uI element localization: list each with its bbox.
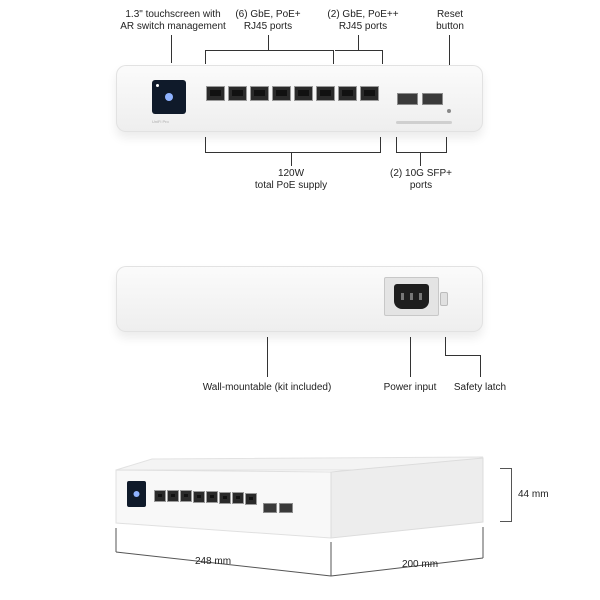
sfp-bracket-r — [446, 137, 447, 152]
rj45-port — [232, 492, 244, 504]
sfp-port — [422, 93, 443, 105]
socket-pin — [401, 293, 404, 300]
rj45-port — [167, 490, 179, 502]
screen-icon — [165, 93, 173, 101]
height-dim-line — [511, 468, 512, 522]
rj45-port — [154, 490, 166, 502]
switch-rear-view — [116, 266, 483, 332]
total-poe-bracket-r — [380, 137, 381, 152]
poe-plus-label: (6) GbE, PoE+ RJ45 ports — [235, 9, 301, 32]
rj45-port — [338, 86, 357, 101]
height-dim-cap-bottom — [500, 521, 512, 522]
sfp-port — [263, 503, 277, 513]
rj45-port — [245, 493, 257, 505]
sfp-leader — [420, 152, 421, 166]
latch-leader-h — [445, 355, 480, 356]
socket-pin — [410, 293, 413, 300]
sfp-bracket — [396, 152, 447, 153]
rj45-port — [272, 86, 291, 101]
height-dim-cap-top — [500, 468, 512, 469]
socket-pin — [419, 293, 422, 300]
poe-plusplus-bracket-r — [382, 50, 383, 64]
sfp-label: (2) 10G SFP+ ports — [390, 168, 452, 191]
rj45-port — [250, 86, 269, 101]
poe-plus-bracket-r — [333, 50, 334, 64]
width-label: 248 mm — [194, 556, 232, 567]
rj45-port — [206, 86, 225, 101]
touchscreen-label: 1.3" touchscreen with AR switch manageme… — [120, 9, 226, 32]
power-socket-housing — [384, 277, 439, 316]
poe-plus-bracket — [205, 50, 333, 51]
depth-label: 200 mm — [401, 559, 439, 570]
sfp-port — [397, 93, 418, 105]
touchscreen-leader — [171, 35, 172, 63]
sfp-bracket-l — [396, 137, 397, 152]
front-stripe — [396, 121, 452, 124]
rj45-port — [180, 490, 192, 502]
device-side-face — [330, 457, 484, 539]
poe-plusplus-leader — [358, 35, 359, 50]
sfp-port — [279, 503, 293, 513]
power-input-label: Power input — [383, 382, 437, 393]
power-socket — [394, 284, 429, 309]
wall-mount-label: Wall-mountable (kit included) — [202, 382, 332, 393]
safety-latch — [440, 292, 448, 306]
height-label: 44 mm — [518, 489, 549, 500]
safety-latch-label: Safety latch — [453, 382, 507, 393]
latch-leader-v2 — [480, 355, 481, 377]
reset-button — [447, 109, 451, 113]
total-poe-bracket-l — [205, 137, 206, 152]
total-poe-label: 120W total PoE supply — [254, 168, 328, 191]
total-poe-leader — [291, 152, 292, 166]
rj45-port — [193, 491, 205, 503]
power-leader — [410, 337, 411, 377]
switch-front-view: UniFi Pro — [116, 65, 483, 132]
total-poe-bracket — [205, 152, 381, 153]
poe-plusplus-bracket — [335, 50, 382, 51]
reset-label: Reset button — [436, 9, 464, 32]
screen-icon — [133, 491, 140, 497]
touchscreen-display — [152, 80, 186, 114]
rj45-port — [360, 86, 379, 101]
rj45-port — [228, 86, 247, 101]
poe-plus-bracket-l — [205, 50, 206, 64]
rj45-port — [219, 492, 231, 504]
rj45-port — [294, 86, 313, 101]
brand-mark: UniFi Pro — [152, 119, 169, 124]
rj45-port — [206, 491, 218, 503]
screen-status-dot — [156, 84, 159, 87]
rj45-port — [316, 86, 335, 101]
wall-leader — [267, 337, 268, 377]
poe-plusplus-label: (2) GbE, PoE++ RJ45 ports — [327, 9, 399, 32]
latch-leader-v — [445, 337, 446, 355]
poe-plus-leader — [268, 35, 269, 50]
